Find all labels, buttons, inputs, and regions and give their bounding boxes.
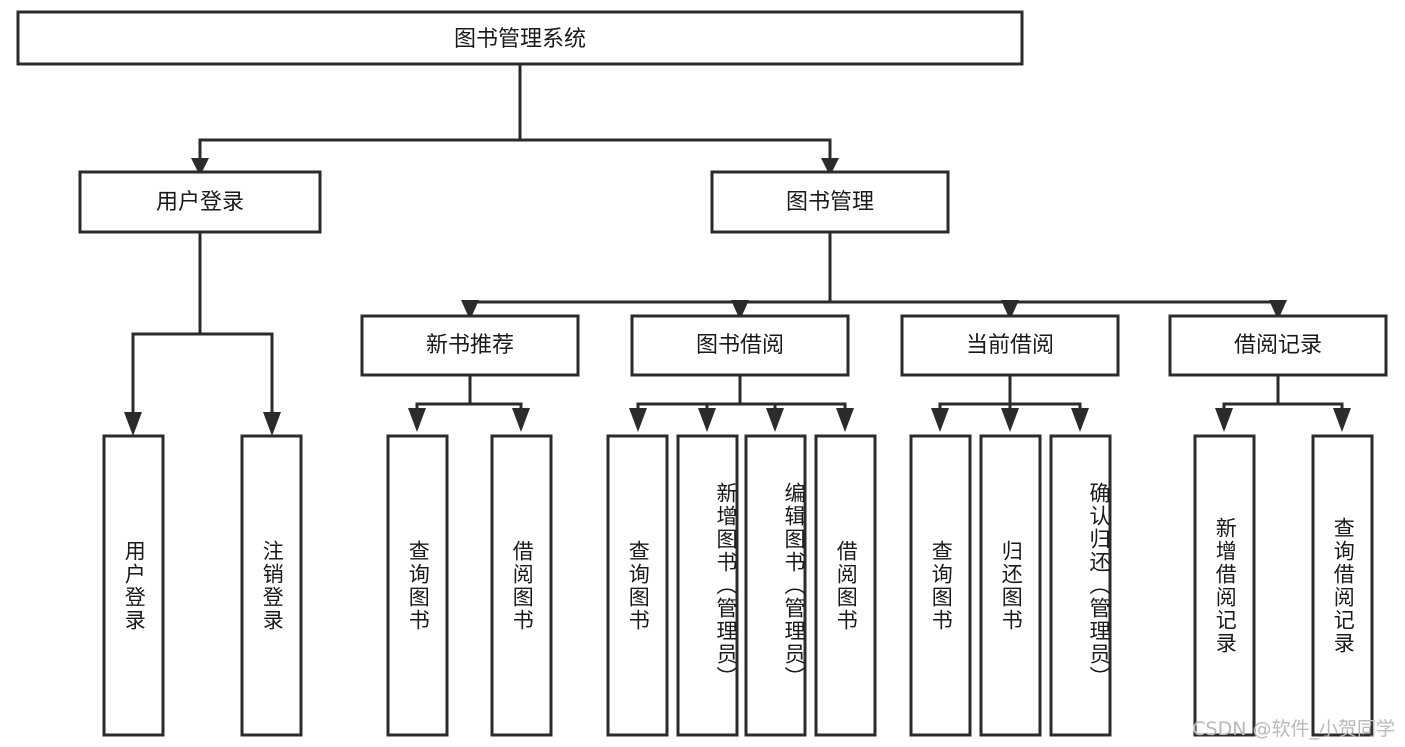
csdn-watermark: CSDN @软件_小贺同学 bbox=[1192, 718, 1395, 740]
leaf-box-borrowrecords-1[interactable] bbox=[1193, 434, 1256, 737]
node-user-login[interactable]: 用户登录 bbox=[78, 170, 322, 234]
arrow-to-borrow-records bbox=[1269, 300, 1287, 320]
node-user-login-box[interactable] bbox=[78, 170, 322, 234]
node-book-borrow-box[interactable] bbox=[630, 314, 850, 377]
arrow-leaf-newbook-1 bbox=[408, 408, 426, 432]
node-current-borrow-label: 当前借阅 bbox=[966, 333, 1054, 358]
node-root-box[interactable] bbox=[16, 10, 1024, 66]
arrow-leaf-bookborrow-4 bbox=[836, 408, 854, 432]
leaf-boxes bbox=[102, 434, 1374, 737]
arrow-leaf-user-login-1 bbox=[124, 412, 142, 436]
arrow-leaf-borrowrecords-2 bbox=[1333, 408, 1351, 432]
leaf-box-borrowrecords-2[interactable] bbox=[1311, 434, 1374, 737]
leaf-label-bookborrow-3: 编辑图书（管理员） bbox=[782, 482, 806, 689]
arrow-to-user-login bbox=[191, 158, 209, 176]
node-new-book-recommend-box[interactable] bbox=[360, 314, 580, 377]
leaf-label-newbook-2: 借阅图书 bbox=[510, 539, 535, 632]
arrow-leaf-currentborrow-1 bbox=[931, 408, 949, 432]
leaf-box-bookborrow-1[interactable] bbox=[606, 434, 669, 737]
leaf-box-currentborrow-2[interactable] bbox=[979, 434, 1042, 737]
leaf-box-currentborrow-3[interactable] bbox=[1049, 434, 1112, 737]
connectors bbox=[124, 62, 1351, 436]
node-borrow-records-label: 借阅记录 bbox=[1234, 333, 1322, 358]
arrow-to-new-book-recommend bbox=[461, 300, 479, 320]
leaf-box-user-login-1[interactable] bbox=[102, 434, 165, 737]
node-borrow-records-box[interactable] bbox=[1168, 314, 1388, 377]
arrow-leaf-newbook-2 bbox=[512, 408, 530, 432]
node-book-borrow[interactable]: 图书借阅 bbox=[630, 314, 850, 377]
leaf-label-newbook-1: 查询图书 bbox=[406, 539, 431, 632]
leaf-label-currentborrow-3: 确认归还（管理员） bbox=[1087, 482, 1111, 689]
leaf-box-bookborrow-4[interactable] bbox=[814, 434, 877, 737]
node-current-borrow[interactable]: 当前借阅 bbox=[900, 314, 1120, 377]
arrow-leaf-currentborrow-2 bbox=[1001, 408, 1019, 432]
node-current-borrow-box[interactable] bbox=[900, 314, 1120, 377]
node-root-label: 图书管理系统 bbox=[454, 27, 586, 52]
leaf-label-borrowrecords-2: 查询借阅记录 bbox=[1331, 516, 1356, 655]
node-book-management-label: 图书管理 bbox=[786, 190, 874, 215]
leaf-box-newbook-1[interactable] bbox=[386, 434, 449, 737]
arrow-to-book-borrow bbox=[731, 300, 749, 320]
leaf-box-currentborrow-1[interactable] bbox=[909, 434, 972, 737]
arrow-leaf-currentborrow-3 bbox=[1071, 408, 1089, 432]
arrow-leaf-user-login-2 bbox=[263, 412, 281, 436]
leaf-label-currentborrow-1: 查询图书 bbox=[929, 539, 954, 632]
arrow-leaf-bookborrow-2 bbox=[698, 408, 716, 432]
arrow-leaf-borrowrecords-1 bbox=[1215, 408, 1233, 432]
node-user-login-label: 用户登录 bbox=[156, 190, 244, 215]
leaf-label-bookborrow-2: 新增图书（管理员） bbox=[714, 482, 738, 689]
arrow-to-book-mgmt bbox=[821, 158, 839, 176]
leaf-box-bookborrow-2[interactable] bbox=[676, 434, 739, 737]
node-borrow-records[interactable]: 借阅记录 bbox=[1168, 314, 1388, 377]
node-book-borrow-label: 图书借阅 bbox=[696, 333, 784, 358]
leaf-label-currentborrow-2: 归还图书 bbox=[999, 539, 1024, 632]
node-new-book-recommend[interactable]: 新书推荐 bbox=[360, 314, 580, 377]
leaf-box-bookborrow-3[interactable] bbox=[744, 434, 807, 737]
node-book-management[interactable]: 图书管理 bbox=[710, 170, 950, 234]
node-new-book-recommend-label: 新书推荐 bbox=[426, 333, 514, 358]
leaf-label-bookborrow-1: 查询图书 bbox=[626, 539, 651, 632]
leaf-label-user-login-2: 注销登录 bbox=[260, 539, 285, 632]
leaf-box-user-login-2[interactable] bbox=[240, 434, 303, 737]
arrow-to-current-borrow bbox=[1001, 300, 1019, 320]
leaf-label-bookborrow-4: 借阅图书 bbox=[834, 539, 859, 632]
node-book-management-box[interactable] bbox=[710, 170, 950, 234]
leaf-label-borrowrecords-1: 新增借阅记录 bbox=[1213, 516, 1238, 655]
arrow-leaf-bookborrow-1 bbox=[629, 408, 647, 432]
leaf-box-newbook-2[interactable] bbox=[490, 434, 553, 737]
arrow-leaf-bookborrow-3 bbox=[766, 408, 784, 432]
leaf-label-user-login-1: 用户登录 bbox=[122, 539, 147, 632]
node-root[interactable]: 图书管理系统 bbox=[16, 10, 1024, 66]
